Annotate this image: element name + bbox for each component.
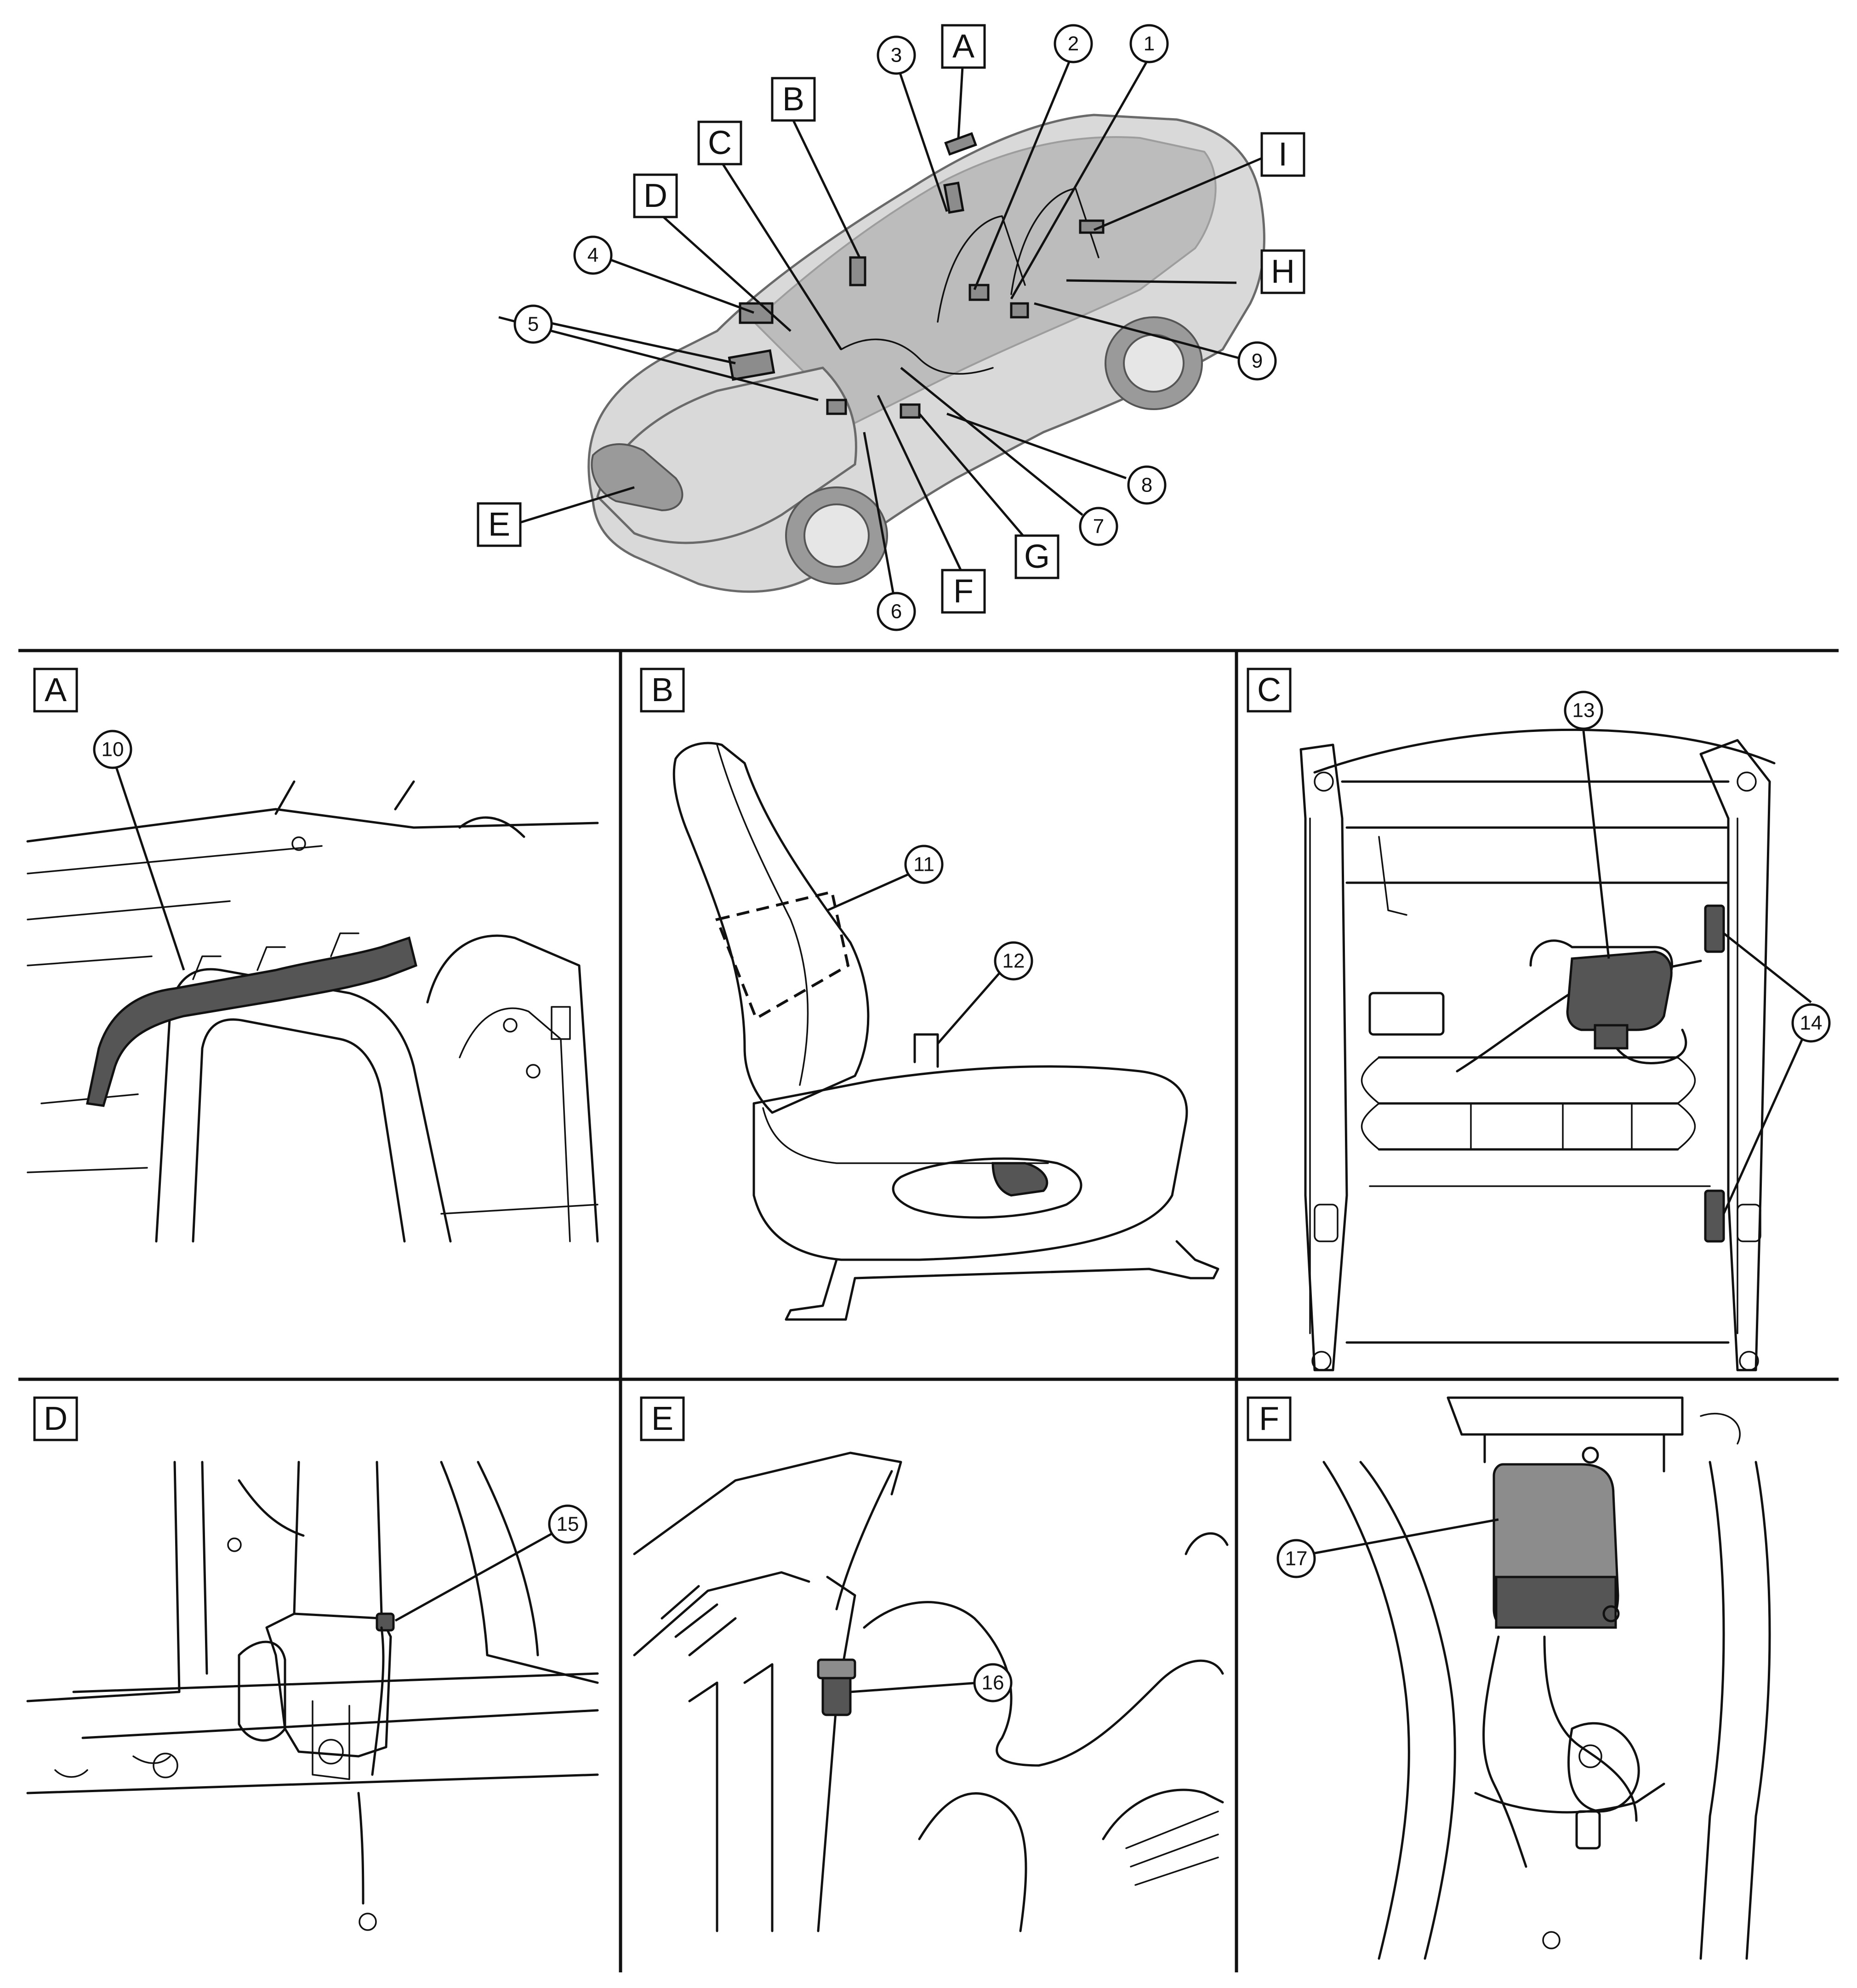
panel-c-callout-14: 14 — [1791, 1003, 1831, 1043]
panel-b: B 11 12 — [640, 668, 1219, 1321]
svg-text:1: 1 — [1144, 33, 1155, 55]
svg-text:4: 4 — [587, 244, 598, 267]
overview-letter-labels: A B C D E F G — [477, 24, 1305, 614]
svg-text:C: C — [708, 125, 732, 161]
svg-text:11: 11 — [913, 853, 934, 876]
svg-text:5: 5 — [528, 313, 539, 336]
overview-label-g: G — [1014, 534, 1060, 579]
panel-e-label: E — [640, 1396, 685, 1441]
svg-text:16: 16 — [982, 1672, 1004, 1694]
overview-callout-7: 7 — [1079, 507, 1118, 546]
overview-label-i: I — [1260, 132, 1305, 177]
panel-f-label: F — [1247, 1396, 1292, 1441]
svg-text:2: 2 — [1068, 33, 1079, 55]
svg-text:D: D — [644, 177, 667, 214]
overview-callout-8: 8 — [1127, 465, 1167, 505]
svg-text:12: 12 — [1003, 950, 1025, 972]
svg-text:14: 14 — [1800, 1012, 1823, 1034]
panel-b-callout-12: 12 — [994, 941, 1033, 981]
svg-text:B: B — [782, 81, 804, 118]
svg-text:H: H — [1271, 253, 1295, 290]
svg-text:G: G — [1024, 538, 1050, 575]
panel-c-label: C — [1247, 668, 1292, 713]
overview-label-b: B — [771, 77, 816, 122]
panel-f-drawing — [1322, 1396, 1771, 1960]
overview-label-d: D — [633, 173, 678, 218]
overview-label-c: C — [697, 120, 742, 166]
overview-callout-2: 2 — [1054, 24, 1093, 63]
svg-text:B: B — [651, 672, 673, 708]
panel-d-label: D — [33, 1396, 78, 1441]
panel-a-label: A — [33, 668, 78, 713]
overview-callout-3: 3 — [877, 35, 916, 75]
panel-f: F 17 — [1247, 1396, 1771, 1960]
panel-f-callout-17: 17 — [1276, 1539, 1316, 1578]
car-illustration — [587, 114, 1265, 593]
svg-text:I: I — [1278, 136, 1287, 173]
svg-text:8: 8 — [1141, 474, 1152, 497]
svg-text:C: C — [1257, 672, 1281, 708]
panel-c-seat-frame — [1299, 728, 1776, 1371]
overview-callout-1: 1 — [1129, 24, 1169, 63]
panel-b-label: B — [640, 668, 685, 713]
overview-label-a: A — [941, 24, 986, 69]
overview-leaders — [498, 57, 1265, 598]
overview-callout-5: 5 — [513, 304, 553, 344]
panel-e: E 16 — [633, 1396, 1229, 1932]
panel-e-callout-16: 16 — [973, 1663, 1013, 1702]
svg-text:F: F — [1259, 1400, 1279, 1437]
svg-text:A: A — [952, 28, 974, 65]
overview-callout-6: 6 — [877, 592, 916, 631]
panel-e-drawing — [633, 1451, 1229, 1932]
panel-c-callout-13: 13 — [1564, 691, 1603, 730]
svg-text:6: 6 — [891, 600, 902, 623]
vehicle-overview: A B C D E F G — [477, 24, 1305, 631]
overview-label-e: E — [477, 502, 522, 547]
overview-number-callouts: 1 2 3 4 5 6 7 — [513, 24, 1277, 631]
panel-grid — [18, 649, 1839, 1972]
panel-b-seat — [672, 742, 1219, 1321]
svg-text:7: 7 — [1093, 515, 1104, 538]
panel-d-callout-15: 15 — [548, 1504, 587, 1544]
panel-c: C — [1247, 668, 1831, 1371]
svg-text:10: 10 — [102, 738, 124, 761]
svg-text:3: 3 — [891, 44, 902, 67]
svg-text:A: A — [45, 672, 67, 708]
svg-text:E: E — [651, 1400, 673, 1437]
svg-text:13: 13 — [1572, 699, 1595, 722]
overview-callout-4: 4 — [573, 235, 613, 275]
panel-a: A 10 — [26, 668, 599, 1243]
svg-text:D: D — [44, 1400, 68, 1437]
svg-text:E: E — [488, 506, 510, 543]
panel-d-drawing — [26, 1461, 599, 1931]
overview-callout-9: 9 — [1237, 341, 1277, 381]
panel-d: D 15 — [26, 1396, 599, 1931]
overview-label-h: H — [1260, 249, 1305, 294]
svg-text:9: 9 — [1252, 350, 1263, 372]
svg-text:17: 17 — [1285, 1548, 1308, 1570]
panel-b-callout-11: 11 — [904, 845, 944, 884]
panel-a-drawing — [26, 780, 599, 1243]
overview-label-f: F — [941, 569, 986, 614]
svg-text:F: F — [953, 573, 974, 610]
svg-text:15: 15 — [557, 1513, 579, 1536]
panel-a-callout-10: 10 — [93, 730, 132, 769]
